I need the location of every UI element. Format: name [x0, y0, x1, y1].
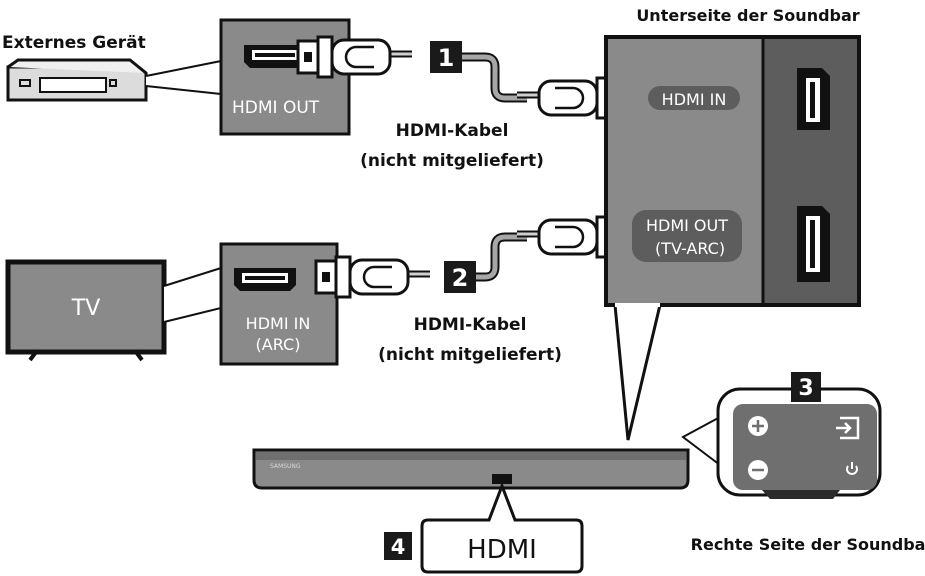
soundbar-right-label: Rechte Seite der Soundbar [691, 535, 925, 554]
cable-2-badge [444, 261, 476, 293]
soundbar-illustration: SAMSUNG [252, 448, 690, 490]
cable-2-note: (nicht mitgeliefert) [378, 345, 562, 365]
brand-logo: SAMSUNG [270, 463, 301, 470]
cable-2: 2 HDMI-Kabel (nicht mitgeliefert) [316, 217, 631, 365]
tv-screen-label: TV [71, 296, 101, 321]
external-device-label: Externes Gerät [2, 33, 146, 53]
hdmi-port-icon [244, 45, 306, 68]
power-icon [846, 462, 858, 475]
tv-illustration: TV [5, 259, 222, 362]
display-text: HDMI [467, 535, 537, 565]
display-number: 4 [391, 535, 406, 559]
cable-1: 1 HDMI-Kabel (nicht mitgeliefert) [298, 37, 631, 171]
source-icon [836, 416, 860, 440]
external-device-illustration [6, 58, 222, 102]
cable-1-note: (nicht mitgeliefert) [360, 151, 544, 171]
hdmi-plug-left [316, 257, 430, 297]
right-panel-number: 3 [798, 376, 813, 401]
cable-2-number: 2 [452, 264, 469, 292]
callout-pointer [613, 304, 662, 441]
display-callout: 4 HDMI [384, 481, 584, 574]
soundbar-tv-arc-label: (TV-ARC) [655, 239, 725, 258]
tv-hdmi-in-label: HDMI IN [246, 314, 311, 333]
cable-1-label: HDMI-Kabel [396, 121, 509, 141]
cable-1-badge [430, 41, 462, 73]
hdmi-plug-left [298, 37, 412, 77]
soundbar-bottom-panel: HDMI IN HDMI OUT (TV-ARC) [604, 35, 861, 307]
cable-2-label: HDMI-Kabel [414, 315, 527, 335]
soundbar-bottom-label: Unterseite der Soundbar [636, 6, 859, 25]
right-panel-badge [791, 372, 821, 402]
display-badge [384, 532, 412, 560]
tv-arc-label: (ARC) [256, 335, 301, 354]
hdmi-port-icon [234, 268, 296, 291]
hdmi-port-vertical-icon [797, 68, 830, 130]
soundbar-hdmi-out-label: HDMI OUT [646, 216, 728, 235]
soundbar-hdmi-in-label: HDMI IN [662, 90, 727, 109]
cable-1-number: 1 [438, 44, 455, 72]
external-hdmi-out-label: HDMI OUT [232, 98, 320, 118]
hdmi-port-vertical-icon [797, 206, 830, 282]
soundbar-right-panel [716, 387, 882, 499]
